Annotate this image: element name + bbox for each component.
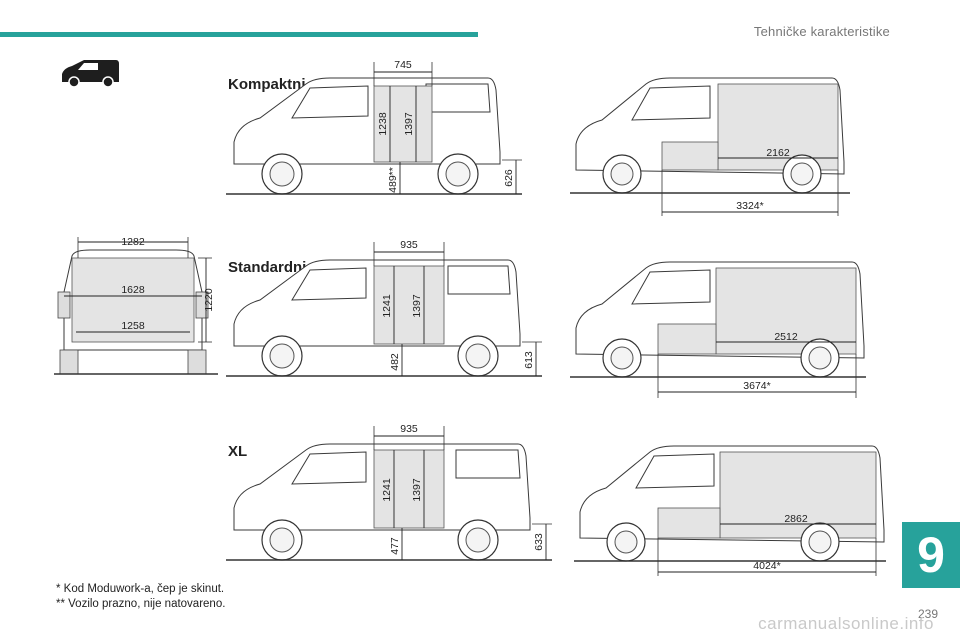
standardni-max-length: 3674* — [743, 380, 770, 392]
kompaktni-interior-height: 1397 — [403, 112, 415, 136]
standardni-rear-sill: 613 — [523, 351, 535, 369]
footnote-2: ** Vozilo prazno, nije natovareno. — [56, 598, 226, 610]
kompaktni-rear-sill: 626 — [503, 169, 515, 187]
standardni-sill-height: 482 — [389, 353, 401, 371]
rear-height: 1220 — [203, 288, 215, 312]
kompaktni-door-height: 1238 — [377, 112, 389, 136]
kompaktni-side-view: 745 1238 1397 489** 626 — [226, 59, 522, 195]
rear-top-width: 1282 — [121, 236, 145, 248]
kompaktni-door-width: 745 — [394, 59, 412, 71]
section-title-kompaktni: Kompaktni — [228, 76, 306, 93]
rear-view-diagram: 1282 1628 1258 1220 — [54, 236, 218, 375]
xl-interior-height: 1397 — [411, 478, 423, 502]
xl-floor-length: 2862 — [784, 513, 808, 525]
standardni-door-height: 1241 — [381, 294, 393, 318]
header-accent-bar — [0, 32, 478, 37]
kompaktni-cargo-view: 2162 3324* — [570, 77, 850, 216]
xl-rear-sill: 633 — [533, 533, 545, 551]
section-title-xl: XL — [228, 443, 248, 460]
standardni-side-view: 935 1241 1397 482 613 — [226, 239, 542, 377]
standardni-interior-height: 1397 — [411, 294, 423, 318]
section-title-standardni: Standardni — [228, 259, 307, 276]
rear-between-arches: 1258 — [121, 320, 145, 332]
kompaktni-floor-length: 2162 — [766, 147, 790, 159]
chapter-tab: 9 — [902, 522, 960, 588]
standardni-door-width: 935 — [400, 239, 418, 251]
van-icon — [62, 60, 119, 88]
xl-side-view: 935 1241 1397 477 633 — [226, 423, 552, 561]
page-number: 239 — [917, 607, 938, 621]
page-header-title: Tehničke karakteristike — [753, 24, 890, 39]
xl-max-length: 4024* — [753, 560, 780, 572]
standardni-cargo-view: 2512 3674* — [570, 261, 866, 398]
rear-max-width: 1628 — [121, 284, 145, 296]
watermark: carmanualsonline.info — [758, 614, 934, 633]
kompaktni-sill-height: 489** — [387, 167, 399, 193]
kompaktni-max-length: 3324* — [736, 200, 763, 212]
xl-sill-height: 477 — [389, 537, 401, 555]
xl-door-width: 935 — [400, 423, 418, 435]
xl-door-height: 1241 — [381, 478, 393, 502]
xl-cargo-view: 2862 4024* — [574, 445, 886, 576]
standardni-floor-length: 2512 — [774, 331, 798, 343]
footnote-1: * Kod Moduwork-a, čep je skinut. — [56, 583, 225, 595]
